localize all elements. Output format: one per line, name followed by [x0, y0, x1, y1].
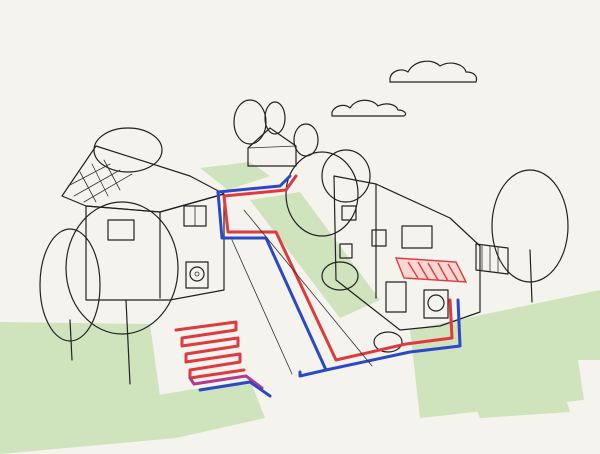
heat-pump-icon	[185, 261, 209, 289]
ground-loop-icon	[174, 320, 272, 398]
heat-pump-icon	[423, 289, 449, 319]
tree-icon	[321, 169, 569, 353]
heat-pipe-icon	[394, 257, 468, 283]
tree-icon	[321, 149, 371, 203]
distant-house-icon	[233, 99, 319, 167]
tree-icon	[264, 101, 286, 135]
tree-icon	[39, 201, 179, 385]
road-edge	[231, 209, 373, 375]
house-left-icon	[61, 127, 225, 301]
tree-icon	[285, 151, 359, 237]
tree-icon	[233, 99, 267, 145]
house-right-icon	[285, 149, 509, 331]
lawn-patches	[0, 162, 600, 454]
cloud-icon	[331, 60, 478, 117]
